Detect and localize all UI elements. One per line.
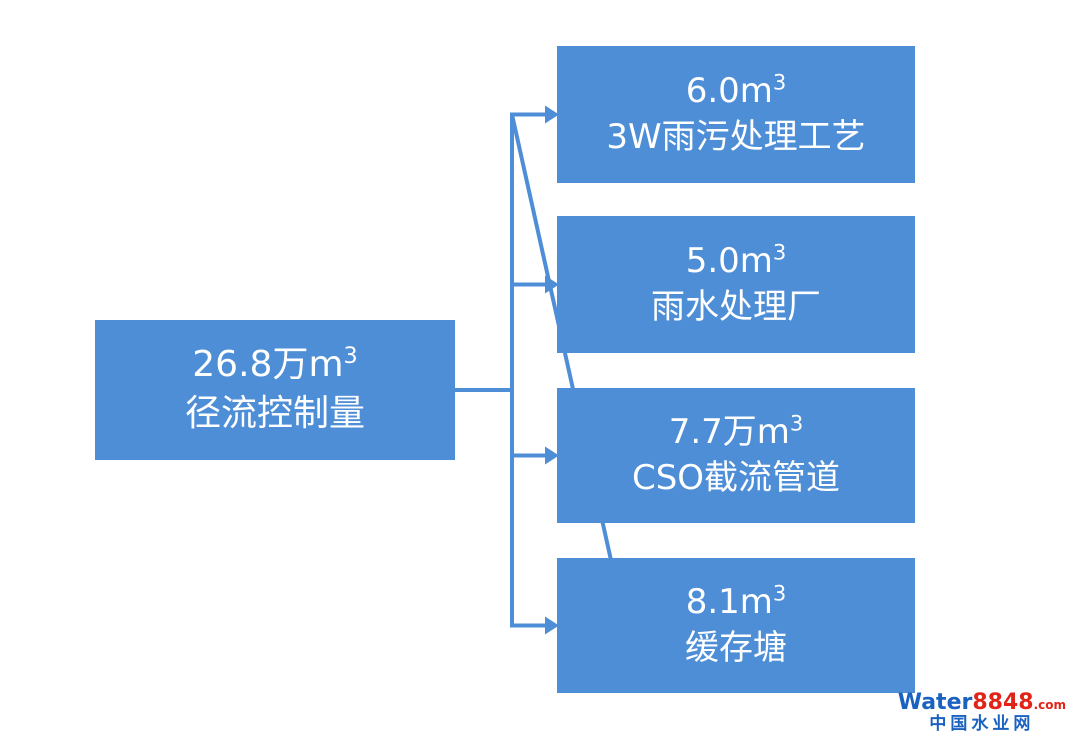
node-value: 26.8万m3	[192, 343, 358, 386]
trunk-line	[510, 114, 628, 626]
watermark-logo: Water8848.com	[898, 691, 1066, 715]
node-buffer-pond: 8.1m3 缓存塘	[557, 558, 915, 693]
cubic-superscript: 3	[772, 69, 787, 95]
node-cso-interception-pipe: 7.7万m3 CSO截流管道	[557, 388, 915, 523]
watermark-tld: .com	[1033, 698, 1066, 713]
watermark-number: 8848	[972, 690, 1034, 716]
node-label: 雨水处理厂	[651, 286, 821, 327]
cubic-superscript: 3	[772, 580, 787, 606]
node-label: 缓存塘	[685, 627, 787, 668]
node-label: 径流控制量	[184, 393, 365, 434]
cubic-superscript: 3	[789, 410, 804, 436]
node-stormwater-plant: 5.0m3 雨水处理厂	[557, 216, 915, 353]
node-value: 6.0m3	[685, 69, 787, 111]
node-label: CSO截流管道	[631, 457, 841, 498]
node-label: 3W雨污处理工艺	[606, 116, 866, 157]
watermark-brand: Water	[897, 690, 973, 716]
watermark-site-name: 中国水业网	[929, 714, 1035, 735]
cubic-superscript: 3	[343, 343, 358, 370]
node-3w-treatment-process: 6.0m3 3W雨污处理工艺	[557, 46, 915, 183]
node-value: 5.0m3	[685, 239, 787, 281]
watermark: Water8848.com 中国水业网	[898, 691, 1066, 734]
node-value: 7.7万m3	[668, 410, 804, 452]
node-value: 8.1m3	[685, 580, 787, 622]
cubic-superscript: 3	[772, 239, 787, 265]
node-runoff-control-total: 26.8万m3 径流控制量	[95, 320, 455, 460]
